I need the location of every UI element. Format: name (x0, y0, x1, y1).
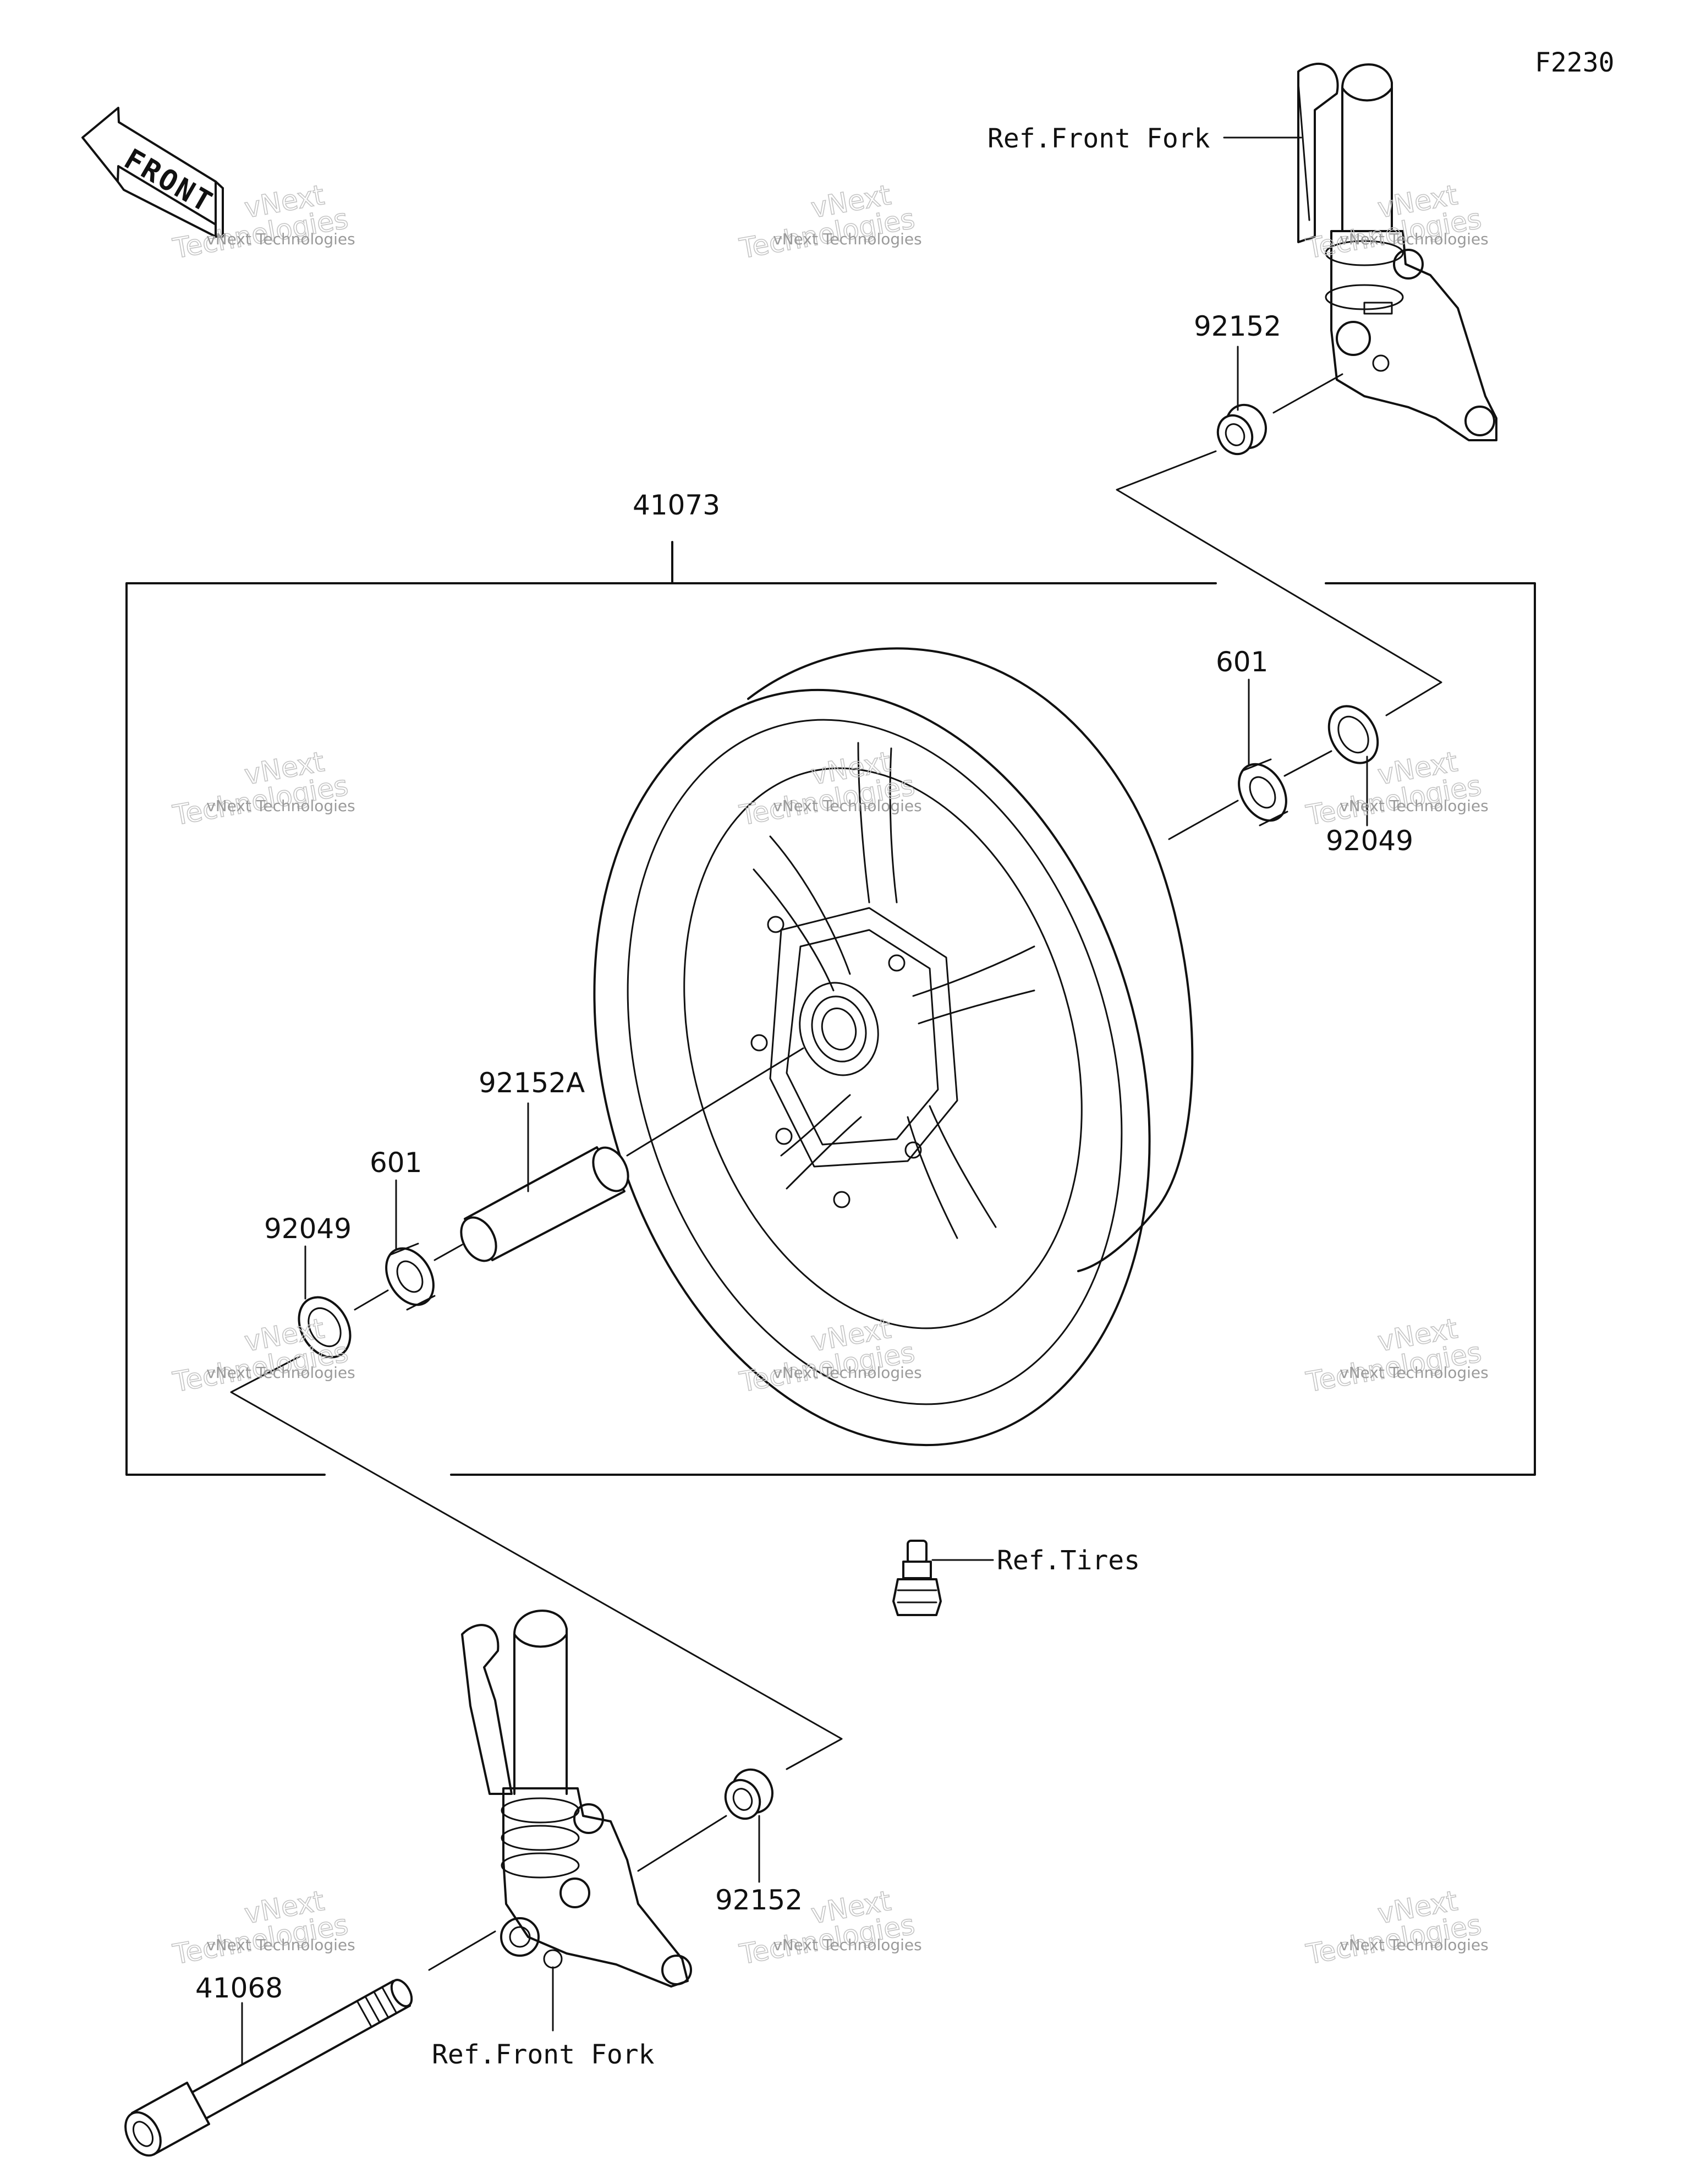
front-axle (124, 1930, 496, 2157)
ref-tires: Ref.Tires (997, 1545, 1140, 1576)
distance-collar (460, 1146, 629, 1262)
svg-text:vNext Technologies: vNext Technologies (1340, 1364, 1489, 1382)
collar-bottom (724, 1768, 773, 1820)
svg-text:vNext Technologies: vNext Technologies (773, 230, 922, 248)
tire-valve-icon (892, 1540, 994, 1616)
connector-bottom (230, 1355, 843, 1770)
front-fork-top (1223, 62, 1497, 441)
watermark-8: vNext Technologies vNext Technologies (737, 1312, 922, 1399)
front-arrow-icon: FRONT (81, 107, 224, 238)
front-fork-bottom (461, 1610, 692, 2032)
collar-top (1216, 403, 1267, 456)
front-wheel (593, 647, 1194, 1447)
watermark-5: vNext Technologies vNext Technologies (737, 745, 922, 832)
part-label-92049-right: 92049 (1326, 825, 1413, 857)
watermark-10: vNext Technologies vNext Technologies (170, 1884, 355, 1971)
bearing-left (385, 1242, 436, 1311)
watermark-2: vNext Technologies vNext Technologies (737, 178, 922, 265)
svg-text:vNext Technologies: vNext Technologies (773, 1364, 922, 1382)
bearing-right (1238, 758, 1288, 826)
part-label-92049-left: 92049 (264, 1213, 352, 1245)
part-label-92152-bottom: 92152 (715, 1884, 803, 1916)
svg-text:vNext Technologies: vNext Technologies (1340, 1936, 1489, 1954)
part-label-41073: 41073 (633, 489, 720, 521)
ref-front-fork-bottom: Ref.Front Fork (432, 2039, 655, 2070)
svg-text:vNext Technologies: vNext Technologies (773, 1936, 922, 1954)
part-label-601-left: 601 (370, 1147, 422, 1179)
part-label-41068: 41068 (195, 1972, 283, 2004)
watermark-12: vNext Technologies vNext Technologies (1303, 1884, 1489, 1971)
part-label-92152-top: 92152 (1194, 310, 1281, 342)
svg-text:vNext Technologies: vNext Technologies (206, 1364, 355, 1382)
watermark-9: vNext Technologies vNext Technologies (1303, 1312, 1489, 1399)
part-label-92152A: 92152A (479, 1067, 585, 1099)
watermark-3: vNext Technologies vNext Technologies (1303, 178, 1489, 265)
svg-text:vNext Technologies: vNext Technologies (1340, 797, 1489, 815)
svg-text:vNext Technologies: vNext Technologies (206, 797, 355, 815)
svg-text:vNext Technologies: vNext Technologies (1340, 230, 1489, 248)
svg-text:vNext Technologies: vNext Technologies (206, 230, 355, 248)
watermark-4: vNext Technologies vNext Technologies (170, 745, 355, 832)
figure-code: F2230 (1535, 47, 1615, 78)
svg-text:vNext Technologies: vNext Technologies (206, 1936, 355, 1954)
wheel-assembly-box (125, 541, 1536, 1476)
seal-left (298, 1296, 352, 1359)
ref-front-fork-top: Ref.Front Fork (987, 123, 1210, 154)
part-label-601-right: 601 (1216, 646, 1268, 678)
svg-text:vNext Technologies: vNext Technologies (773, 797, 922, 815)
seal-right (1327, 705, 1379, 764)
connector-top (1116, 450, 1442, 716)
